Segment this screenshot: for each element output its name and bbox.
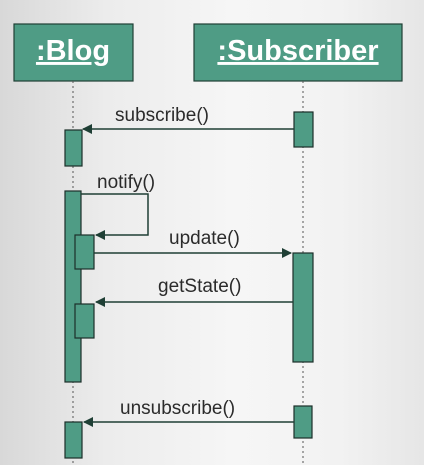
- message-notify-arrow: [81, 193, 149, 240]
- message-subscribe-label: subscribe(): [115, 105, 209, 126]
- message-unsubscribe: unsubscribe(): [83, 398, 294, 427]
- lifeline-subscriber: :Subscriber: [193, 23, 403, 82]
- message-subscribe: subscribe(): [82, 105, 294, 134]
- message-getstate: getState(): [95, 276, 293, 307]
- activation-blog-nested-1: [74, 234, 95, 270]
- lifeline-blog-box: [13, 23, 134, 82]
- message-unsubscribe-label: unsubscribe(): [120, 398, 235, 419]
- activation-blog-nested-2: [74, 303, 95, 339]
- lifeline-subscriber-box: [193, 23, 403, 82]
- message-update-label: update(): [169, 228, 240, 249]
- message-notify-label: notify(): [97, 172, 155, 193]
- activation-blog-1: [64, 129, 83, 167]
- activation-blog-final: [64, 421, 83, 459]
- message-update: update(): [94, 228, 292, 258]
- lifeline-subscriber-title: :Subscriber: [217, 35, 378, 67]
- activation-blog-main: [64, 190, 82, 383]
- activation-subscriber-1: [293, 111, 314, 148]
- activation-subscriber-2: [293, 405, 313, 439]
- activation-subscriber-main: [292, 252, 314, 363]
- message-getstate-label: getState(): [158, 276, 241, 297]
- message-notify: notify(): [81, 172, 155, 240]
- lifeline-blog-title: :Blog: [36, 35, 110, 67]
- lifeline-blog: :Blog: [13, 23, 134, 82]
